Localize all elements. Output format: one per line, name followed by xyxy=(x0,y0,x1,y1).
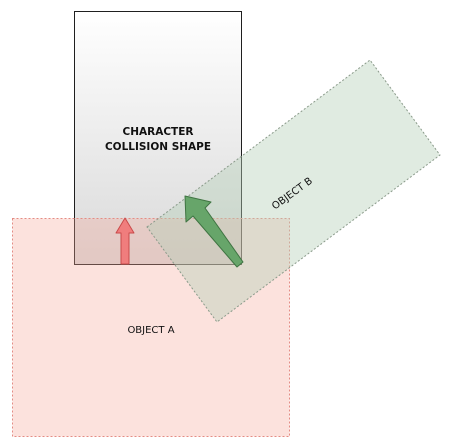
object-a-shape xyxy=(12,218,290,437)
object-b-shape xyxy=(146,59,441,323)
character-label-line2: COLLISION SHAPE xyxy=(105,141,211,153)
red-arrow xyxy=(115,217,135,265)
green-arrow xyxy=(184,195,244,268)
character-label-line1: CHARACTER xyxy=(123,126,194,138)
object-a-label: OBJECT A xyxy=(127,325,174,336)
